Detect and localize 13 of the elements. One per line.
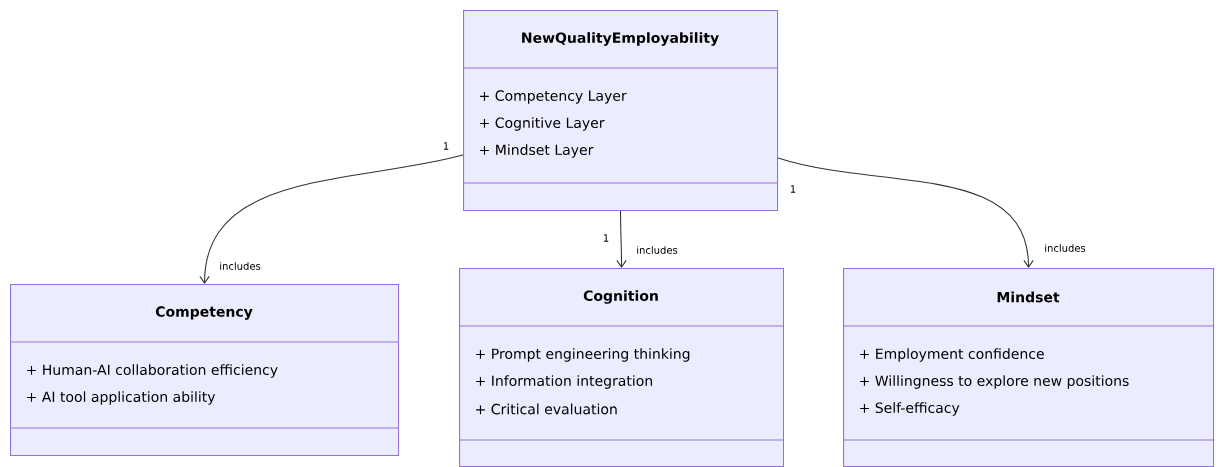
class-box: Mindset + Employment confidence + Willingness to explore new positions + Self-efficacy [842, 268, 1215, 467]
multiplicity-label: 1 [443, 142, 449, 150]
class-box: Competency + Human-AI collaboration efficiency + AI tool application ability [9, 284, 400, 457]
class-box: Cognition + Prompt engineering thinking + Information integration + Critical evaluation [458, 268, 785, 467]
edge-label: includes [1042, 242, 1088, 254]
edge-label: includes [217, 260, 263, 272]
class-box: NewQualityEmployability + Competency Layer + Cognitive Layer + Mindset Layer [462, 10, 779, 212]
edge-label: includes [634, 244, 680, 256]
multiplicity-label: 1 [790, 185, 796, 193]
arrow [199, 154, 464, 284]
multiplicity-label: 1 [603, 234, 609, 242]
arrow [616, 210, 627, 268]
arrow [777, 157, 1034, 268]
